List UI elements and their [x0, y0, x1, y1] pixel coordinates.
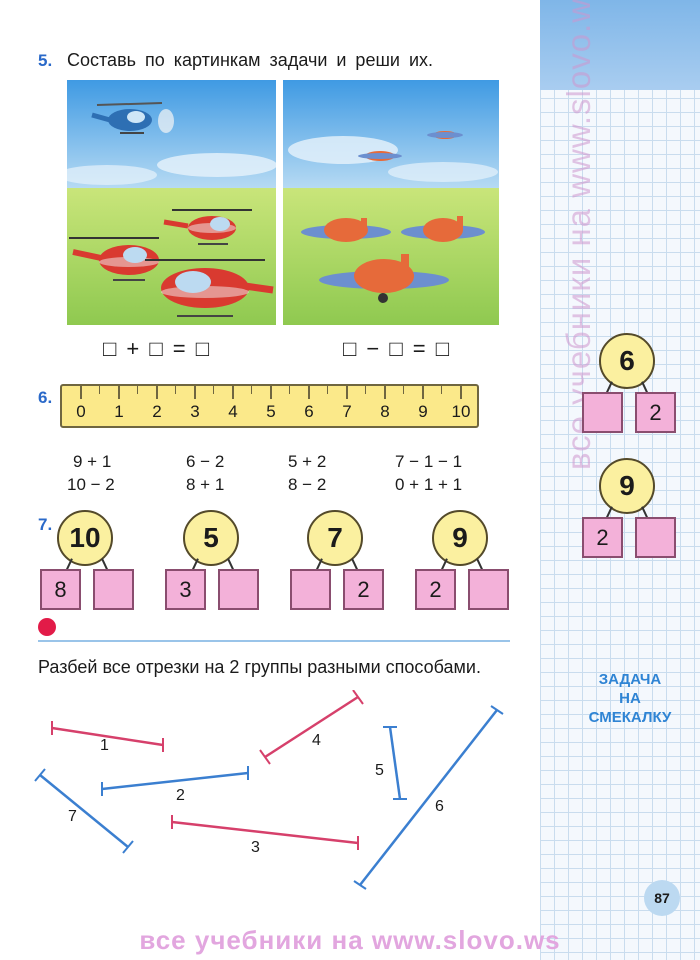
expression: 8 + 1 — [186, 475, 225, 494]
segment-7 — [34, 768, 134, 854]
ruler-label: 7 — [342, 402, 352, 421]
side-number-bubble: 9 — [599, 458, 655, 514]
segment-3 — [171, 815, 359, 850]
answer-box[interactable] — [468, 569, 509, 610]
expression-column: 5 + 2 8 − 2 — [288, 450, 326, 496]
answer-box[interactable] — [93, 569, 134, 610]
expression: 10 − 2 — [67, 475, 115, 494]
side-answer-box[interactable] — [582, 392, 623, 433]
task6-number: 6. — [38, 388, 53, 407]
brain-teaser-line: ЗАДАЧА — [598, 671, 662, 688]
answer-box[interactable]: 3 — [165, 569, 206, 610]
segment-label: 7 — [68, 808, 77, 825]
helicopters-picture — [67, 80, 276, 325]
number-bubble: 5 — [183, 510, 239, 566]
page-number: 87 — [644, 880, 680, 916]
segment-label: 6 — [435, 798, 444, 815]
segments-task-text: Разбей все отрезки на 2 группы разными с… — [38, 657, 481, 677]
number-bubble: 9 — [432, 510, 488, 566]
expression-column: 9 + 1 10 − 2 — [67, 450, 115, 496]
segment-6 — [353, 705, 504, 890]
ruler-label: 6 — [304, 402, 314, 421]
ruler-label: 3 — [190, 402, 200, 421]
brain-teaser-line: СМЕКАЛКУ — [588, 709, 672, 726]
ruler-label: 8 — [380, 402, 390, 421]
segment-1 — [51, 721, 164, 752]
side-answer-box[interactable]: 2 — [635, 392, 676, 433]
brain-teaser-label: ЗАДАЧА НА СМЕКАЛКУ — [580, 670, 680, 727]
expression: 8 − 2 — [288, 475, 327, 494]
side-number-bubble: 6 — [599, 333, 655, 389]
ruler-label: 9 — [418, 402, 428, 421]
expression: 0 + 1 + 1 — [395, 475, 463, 494]
section-divider — [38, 640, 510, 642]
expression: 9 + 1 — [73, 452, 112, 471]
grid-margin-header — [540, 0, 700, 90]
segment-label: 4 — [312, 732, 321, 749]
bonus-task-marker — [38, 618, 56, 636]
ruler-label: 1 — [114, 402, 124, 421]
answer-box[interactable]: 2 — [415, 569, 456, 610]
answer-box[interactable] — [218, 569, 259, 610]
answer-box[interactable]: 8 — [40, 569, 81, 610]
brain-teaser-line: НА — [619, 690, 641, 707]
ruler-label: 5 — [266, 402, 276, 421]
segment-label: 2 — [176, 787, 185, 804]
ruler-label: 0 — [76, 402, 86, 421]
side-answer-box[interactable]: 2 — [582, 517, 623, 558]
ruler-label: 2 — [152, 402, 162, 421]
ruler-label: 10 — [451, 402, 471, 421]
segment-label: 3 — [251, 839, 260, 856]
number-ruler: 0 1 2 3 4 5 6 7 8 9 10 — [60, 384, 479, 428]
expression: 7 − 1 − 1 — [395, 452, 463, 471]
expression-column: 6 − 2 8 + 1 — [186, 450, 224, 496]
subtraction-formula: □ − □ = □ — [343, 336, 452, 361]
answer-box[interactable] — [290, 569, 331, 610]
segment-label: 1 — [100, 737, 109, 754]
segment-label: 5 — [375, 762, 384, 779]
expression: 5 + 2 — [288, 452, 327, 471]
segment-5 — [383, 726, 407, 800]
number-bubble: 10 — [57, 510, 113, 566]
task5-text: Составь по картинкам задачи и реши их. — [67, 50, 433, 70]
side-answer-box[interactable] — [635, 517, 676, 558]
number-bubble: 7 — [307, 510, 363, 566]
expression: 6 − 2 — [186, 452, 225, 471]
segment-2 — [101, 766, 249, 796]
ruler-label: 4 — [228, 402, 238, 421]
addition-formula: □ + □ = □ — [103, 336, 212, 361]
segment-4 — [259, 690, 364, 765]
airplanes-picture — [283, 80, 499, 325]
task5-number: 5. — [38, 51, 53, 70]
expression-column: 7 − 1 − 1 0 + 1 + 1 — [395, 450, 462, 496]
segments-figure — [34, 690, 504, 890]
task7-number: 7. — [38, 515, 53, 534]
bottom-watermark: все учебники на www.slovo.ws — [139, 925, 561, 955]
answer-box[interactable]: 2 — [343, 569, 384, 610]
